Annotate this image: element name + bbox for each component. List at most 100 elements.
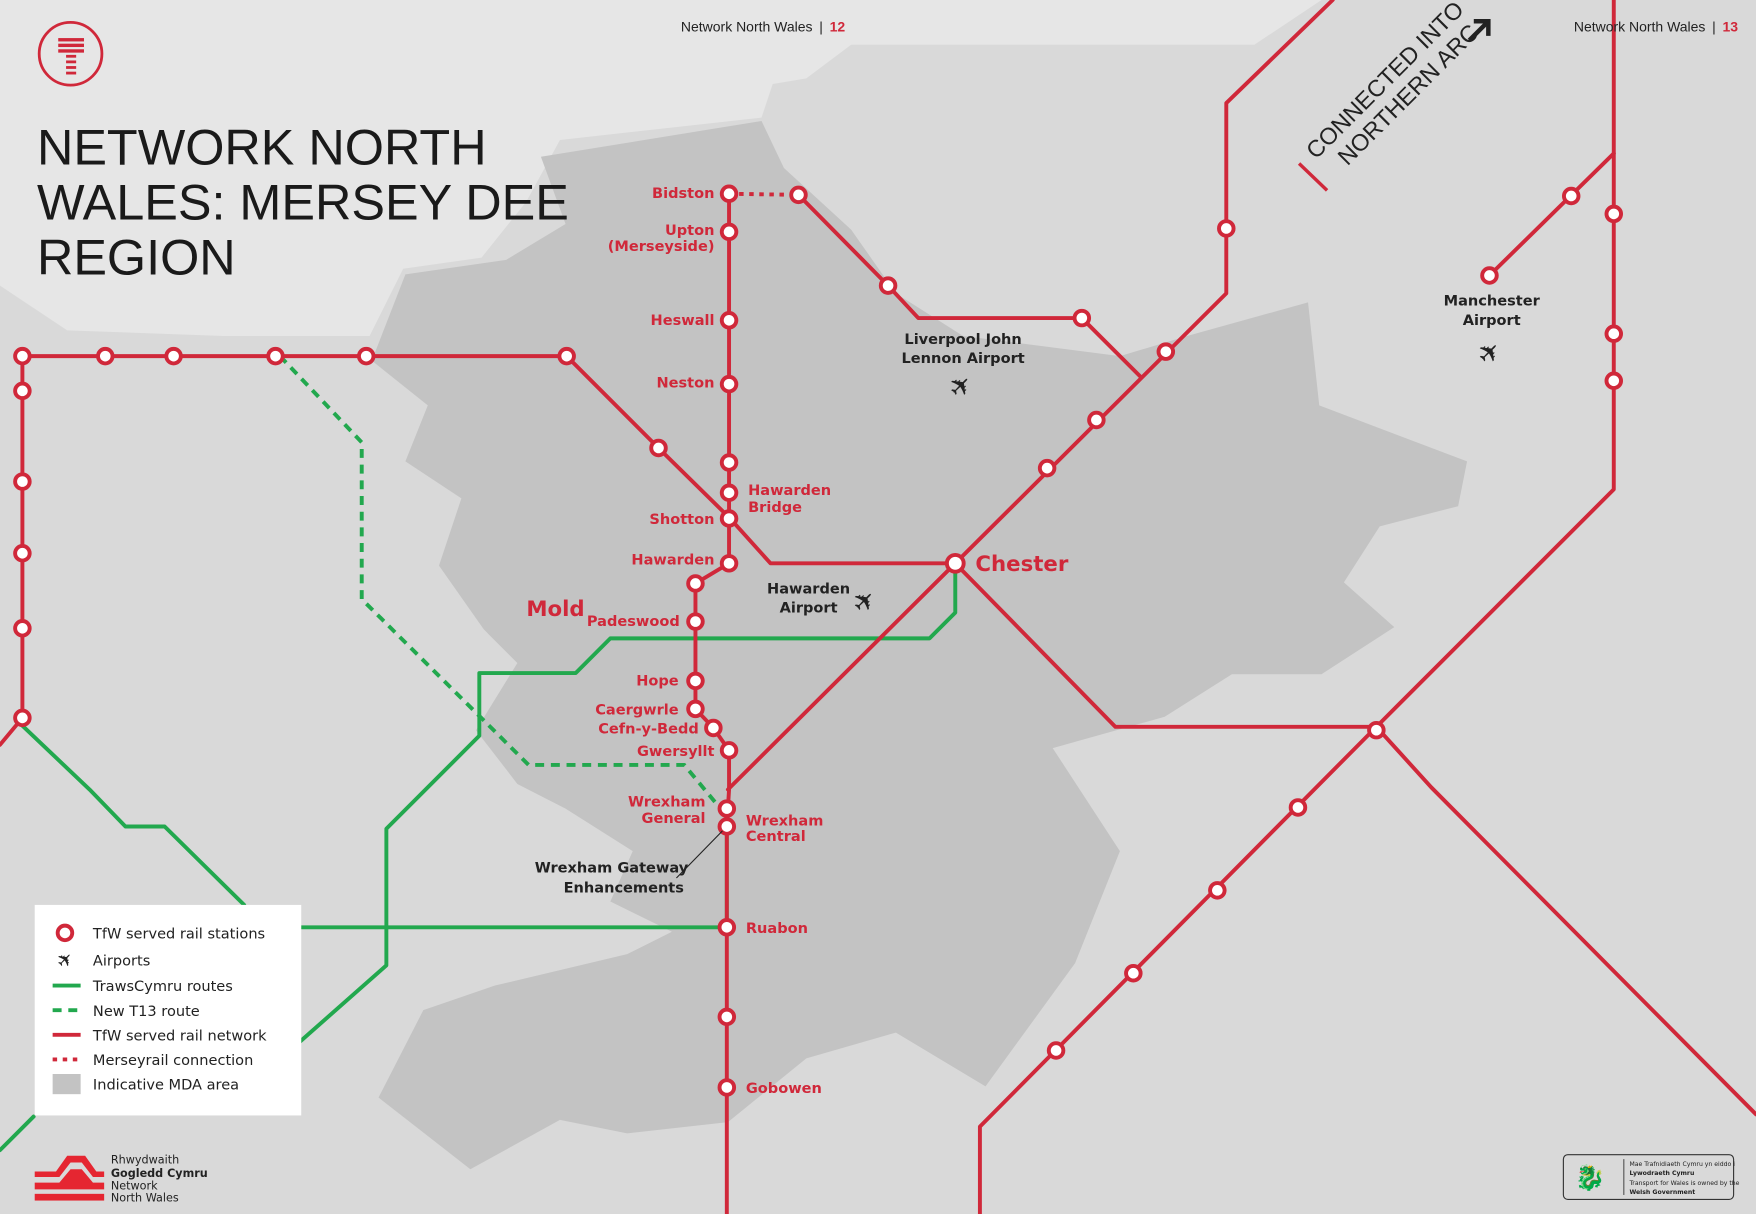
station-marker[interactable] (719, 509, 739, 528)
sea-area (0, 0, 1322, 336)
station-marker[interactable] (13, 708, 32, 728)
wrexham-gateway-annotation-line-2: Enhancements (564, 880, 684, 897)
station-marker[interactable] (1124, 963, 1143, 983)
badge-text: Mae Trafnidiaeth Cymru yn eiddo i (1629, 1161, 1735, 1168)
station-marker[interactable] (13, 619, 32, 638)
badge-text: Transport for Wales is owned by the (1628, 1180, 1739, 1187)
station-marker-chester[interactable] (944, 552, 966, 574)
station-marker[interactable] (719, 311, 739, 330)
station-marker[interactable] (686, 671, 705, 691)
station-marker[interactable] (1208, 881, 1227, 900)
station-marker[interactable] (1156, 342, 1176, 361)
station-marker[interactable] (649, 438, 668, 458)
station-marker[interactable] (717, 817, 737, 836)
neston-label: Neston (656, 374, 714, 391)
station-marker[interactable] (1217, 219, 1236, 238)
station-marker[interactable] (266, 346, 285, 366)
station-marker[interactable] (719, 554, 739, 573)
station-marker[interactable] (719, 222, 739, 242)
page-number-left: 12 (830, 18, 846, 34)
legend-label: TfW served rail stations (92, 925, 265, 942)
header-right-title: Network North Wales (1574, 18, 1706, 34)
station-marker[interactable] (1037, 458, 1057, 478)
tfw-logo (37, 20, 104, 87)
rail-line (796, 192, 1143, 379)
rail-line (977, 724, 1379, 1214)
page-title-line-2: WALES: MERSEY DEE (37, 174, 569, 231)
station-marker[interactable] (789, 185, 808, 205)
station-marker[interactable] (1046, 1041, 1066, 1060)
station-marker[interactable] (1480, 266, 1499, 285)
liverpool-airport-label: Liverpool John (904, 331, 1021, 348)
station-marker[interactable] (557, 346, 576, 366)
station-marker[interactable] (164, 346, 183, 366)
station-marker[interactable] (704, 718, 723, 738)
heswall-label: Heswall (651, 312, 715, 329)
station-marker[interactable] (1072, 308, 1092, 328)
gwersyllt-label: Gwersyllt (637, 743, 715, 760)
hawarden-label: Hawarden (631, 551, 714, 568)
station-marker[interactable] (1604, 204, 1624, 224)
station-marker[interactable] (1087, 410, 1106, 430)
welsh-dragon-icon: 🐉 (1575, 1163, 1606, 1192)
legend-label: Merseyrail connection (93, 1052, 253, 1069)
station-marker[interactable] (1604, 371, 1624, 391)
station-marker[interactable] (686, 612, 705, 631)
legend-label: TfW served rail network (92, 1027, 267, 1044)
station-marker[interactable] (686, 699, 705, 719)
padeswood-label: Padeswood (587, 613, 680, 630)
station-marker[interactable] (1288, 798, 1308, 817)
station-marker[interactable] (13, 381, 32, 401)
ruabon-label: Ruabon (746, 920, 808, 937)
station-marker[interactable] (13, 544, 32, 563)
mold-label: Mold (526, 597, 584, 622)
page-number-right: 13 (1723, 18, 1739, 34)
station-marker[interactable] (356, 346, 376, 366)
wrexham-gateway-annotation-line-1: Wrexham Gateway (535, 859, 689, 876)
svg-text:Network North Wales|12: Network North Wales|12 (681, 18, 845, 34)
station-marker[interactable] (13, 346, 32, 366)
page-title-line-3: REGION (37, 228, 236, 285)
station-marker[interactable] (717, 799, 737, 818)
caergwrle-label: Caergwrle (595, 702, 679, 719)
station-marker[interactable] (878, 276, 898, 295)
station-marker[interactable] (717, 918, 737, 937)
station-marker[interactable] (719, 741, 739, 760)
cefn-y-bedd-label: Cefn-y-Bedd (598, 721, 699, 738)
merseyrail-connection (729, 191, 799, 197)
station-marker[interactable] (96, 346, 115, 366)
header-separator: | (1712, 18, 1716, 34)
station-marker[interactable] (717, 1007, 737, 1027)
station-marker[interactable] (1561, 186, 1581, 206)
hope-label: Hope (636, 672, 679, 689)
manchester-airport-label: Airport (1463, 312, 1521, 329)
station-marker[interactable] (719, 483, 739, 503)
hawarden-airport-label: Airport (780, 600, 838, 617)
station-marker[interactable] (686, 574, 705, 593)
station-marker[interactable] (1604, 324, 1624, 343)
station-marker[interactable] (719, 184, 739, 203)
trawscymru-route (20, 723, 247, 907)
station-marker[interactable] (1367, 720, 1386, 740)
hawarden-airport-label: Hawarden (767, 581, 850, 598)
upton-label: Upton (665, 222, 715, 239)
rail-line (1487, 151, 1616, 278)
network-north-wales-logo: Rhwydwaith Gogledd Cymru Network North W… (34, 1154, 208, 1205)
wrexham-central-label: Central (746, 828, 806, 845)
footer-logo-text: Rhwydwaith (111, 1154, 179, 1167)
gobowen-label: Gobowen (746, 1080, 822, 1097)
rail-line (1374, 724, 1756, 1117)
badge-text: Welsh Government (1629, 1189, 1695, 1196)
wrexham-general-label: General (642, 810, 706, 827)
rail-line (725, 0, 1335, 792)
header-left-title: Network North Wales (681, 18, 813, 34)
upton-label: (Merseyside) (608, 238, 715, 255)
hawarden-bridge-label: Hawarden (748, 482, 831, 499)
station-marker[interactable] (719, 453, 739, 472)
hawarden-bridge-label: Bridge (748, 499, 802, 516)
station-marker[interactable] (717, 1078, 737, 1097)
station-marker[interactable] (719, 374, 739, 394)
badge-text: Lywodraeth Cymru (1629, 1170, 1694, 1177)
station-marker[interactable] (13, 472, 32, 491)
